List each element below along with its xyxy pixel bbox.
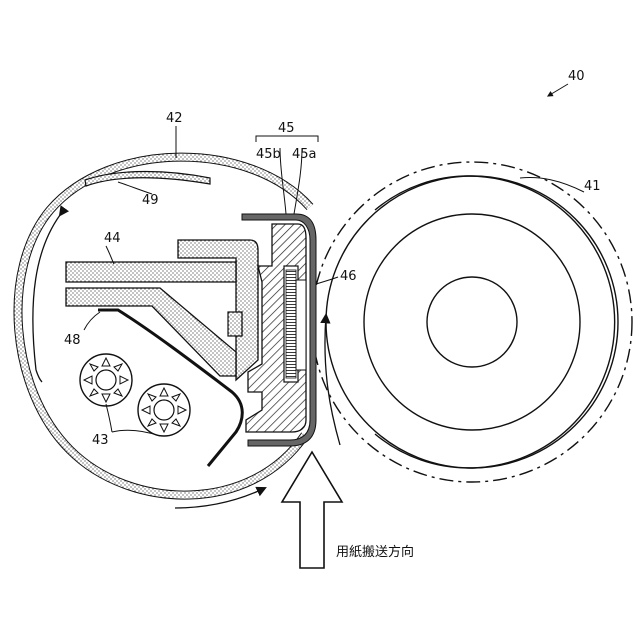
belt-rotation-arrow-left-tail: [36, 370, 42, 382]
label-40: 40: [568, 69, 585, 84]
heater-2: [138, 384, 190, 436]
label-42: 42: [166, 111, 183, 126]
label-45a: 45a: [292, 147, 317, 162]
pressure-roller: [312, 162, 632, 482]
label-49: 49: [142, 193, 159, 208]
label-45: 45: [278, 121, 295, 136]
heater-1: [80, 354, 132, 406]
label-48: 48: [64, 333, 81, 348]
label-41: 41: [584, 179, 601, 194]
paper-direction-caption: 用紙搬送方向: [336, 544, 414, 560]
label-45b: 45b: [256, 147, 281, 162]
label-46: 46: [340, 269, 357, 284]
label-43: 43: [92, 433, 109, 448]
label-44: 44: [104, 231, 121, 246]
paper-conveyance-arrow: [282, 452, 342, 568]
device-arrow: [548, 84, 568, 96]
